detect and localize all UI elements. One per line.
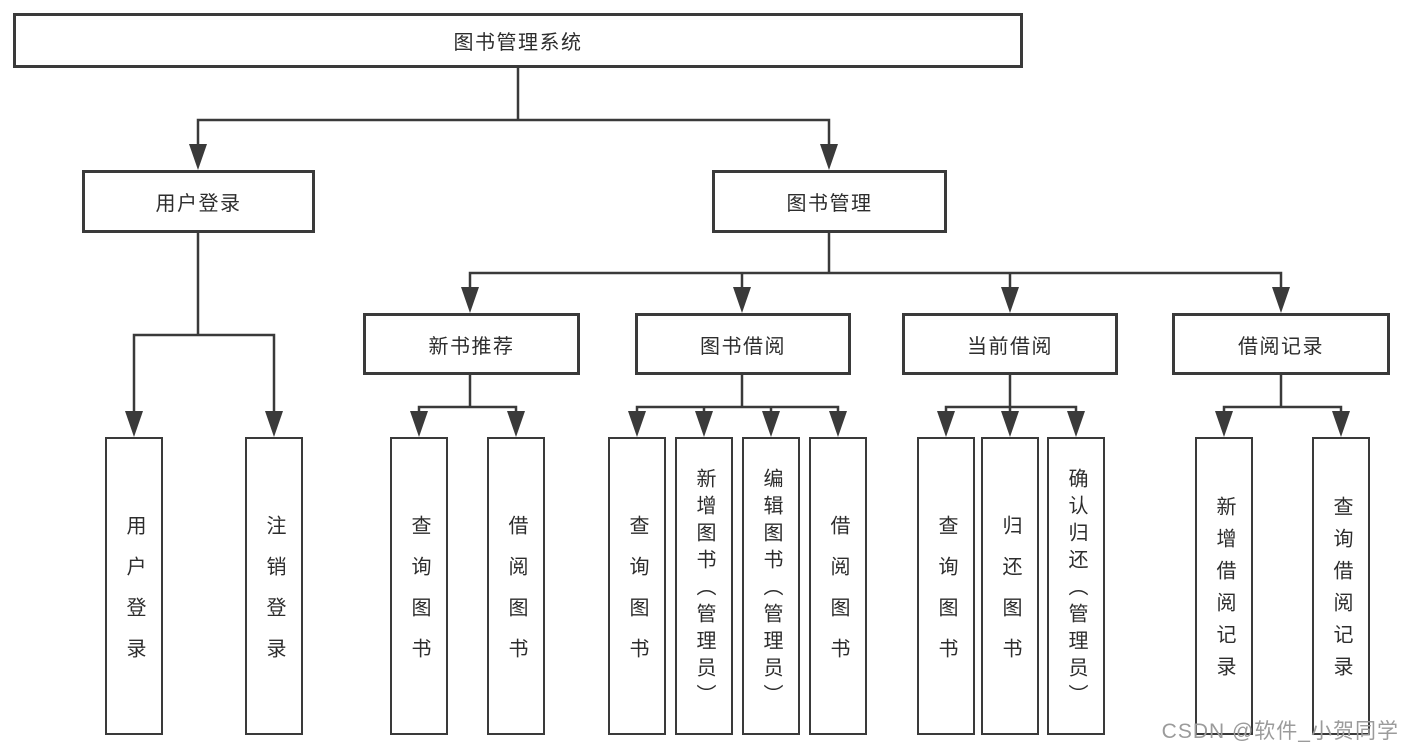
leaf-label: 归还图书 — [999, 514, 1021, 679]
arrow-down-icon — [1001, 411, 1019, 437]
leaf-label: 注销登录 — [263, 514, 285, 679]
node-book-management: 图书管理 — [712, 170, 947, 233]
leaf-edit-book-admin: 编辑图书（管理员） — [742, 437, 800, 735]
arrow-down-icon — [733, 287, 751, 313]
arrow-down-icon — [189, 144, 207, 170]
leaf-label: 编辑图书（管理员） — [760, 468, 782, 711]
node-new-book-recommend: 新书推荐 — [363, 313, 580, 375]
leaf-label: 借阅图书 — [827, 514, 849, 679]
leaf-user-login: 用户登录 — [105, 437, 163, 735]
arrow-down-icon — [125, 411, 143, 437]
node-user-login: 用户登录 — [82, 170, 315, 233]
watermark: CSDN @软件_小贺同学 — [1161, 720, 1399, 743]
node-book-borrowing: 图书借阅 — [635, 313, 851, 375]
leaf-label: 借阅图书 — [505, 514, 527, 679]
arrow-down-icon — [507, 411, 525, 437]
leaf-label: 查询借阅记录 — [1330, 496, 1352, 688]
node-current-borrowing: 当前借阅 — [902, 313, 1118, 375]
leaf-label: 用户登录 — [123, 514, 145, 679]
arrow-down-icon — [1215, 411, 1233, 437]
arrow-down-icon — [1067, 411, 1085, 437]
arrow-down-icon — [1272, 287, 1290, 313]
leaf-label: 新增图书（管理员） — [693, 468, 715, 711]
arrow-down-icon — [829, 411, 847, 437]
arrow-down-icon — [937, 411, 955, 437]
leaf-return-books: 归还图书 — [981, 437, 1039, 735]
leaf-query-books-borrow: 查询图书 — [608, 437, 666, 735]
leaf-confirm-return-admin: 确认归还（管理员） — [1047, 437, 1105, 735]
arrow-down-icon — [265, 411, 283, 437]
leaf-label: 查询图书 — [408, 514, 430, 679]
leaf-add-borrow-record: 新增借阅记录 — [1195, 437, 1253, 735]
arrow-down-icon — [820, 144, 838, 170]
leaf-query-books-current: 查询图书 — [917, 437, 975, 735]
leaf-label: 查询图书 — [626, 514, 648, 679]
arrow-icons — [125, 144, 1350, 437]
arrow-down-icon — [1001, 287, 1019, 313]
leaf-query-books-recommend: 查询图书 — [390, 437, 448, 735]
leaf-borrow-books: 借阅图书 — [809, 437, 867, 735]
leaf-borrow-books-recommend: 借阅图书 — [487, 437, 545, 735]
arrow-down-icon — [461, 287, 479, 313]
arrow-down-icon — [410, 411, 428, 437]
leaf-add-book-admin: 新增图书（管理员） — [675, 437, 733, 735]
leaf-logout: 注销登录 — [245, 437, 303, 735]
arrow-down-icon — [762, 411, 780, 437]
node-borrowing-records: 借阅记录 — [1172, 313, 1390, 375]
node-root-system: 图书管理系统 — [13, 13, 1023, 68]
arrow-down-icon — [628, 411, 646, 437]
leaf-query-borrow-record: 查询借阅记录 — [1312, 437, 1370, 735]
leaf-label: 查询图书 — [935, 514, 957, 679]
arrow-down-icon — [1332, 411, 1350, 437]
leaf-label: 新增借阅记录 — [1213, 496, 1235, 688]
arrow-down-icon — [695, 411, 713, 437]
leaf-label: 确认归还（管理员） — [1065, 468, 1087, 711]
